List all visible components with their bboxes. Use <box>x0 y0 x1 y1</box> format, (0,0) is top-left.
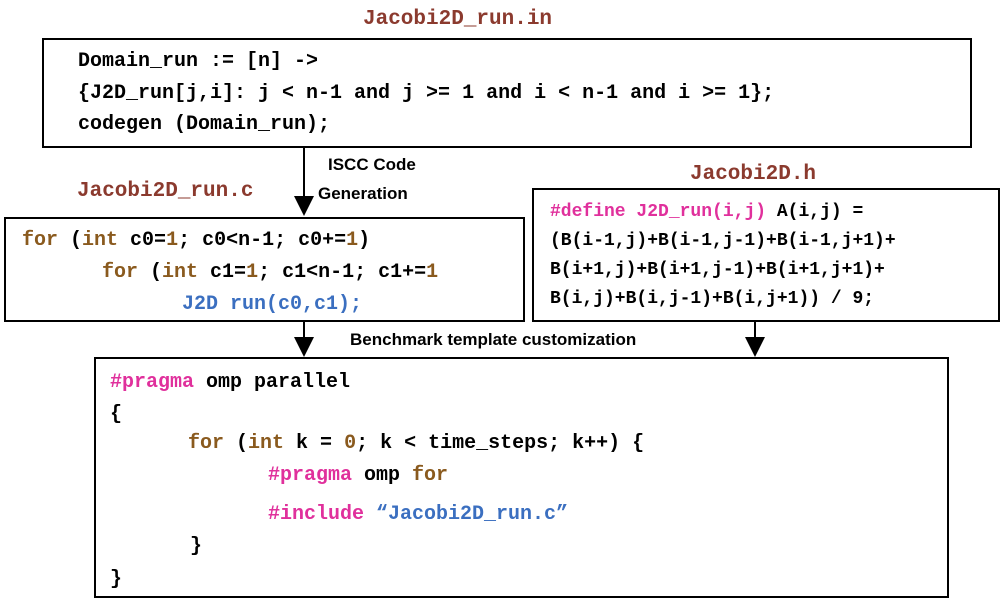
code-text: ) <box>358 229 371 252</box>
number-literal: 1 <box>166 229 179 252</box>
define-keyword: #define <box>550 202 626 222</box>
generated-code-box: for (int c0=1; c0<n-1; c0+=1) for (int c… <box>4 217 525 322</box>
include-keyword: #include <box>268 503 365 526</box>
template-include-line: #include “Jacobi2D_run.c” <box>268 503 568 526</box>
int-keyword: int <box>82 229 119 252</box>
domain-line-3: codegen (Domain_run); <box>78 113 331 136</box>
header-code-box: #define J2D_run(i,j) A(i,j) = (B(i-1,j)+… <box>532 188 1000 322</box>
pragma-keyword: #pragma <box>268 464 353 487</box>
iscc-label-line-2: Generation <box>318 184 408 203</box>
template-open-brace: { <box>110 403 123 426</box>
template-inner-close-brace: } <box>190 535 203 558</box>
int-keyword: int <box>162 261 199 284</box>
macro-name: J2D_run(i,j) <box>625 202 767 222</box>
header-line-1: #define J2D_run(i,j) A(i,j) = <box>550 202 863 222</box>
domain-file-title: Jacobi2D_run.in <box>363 8 553 31</box>
for-keyword: for <box>188 432 225 455</box>
code-text: ; c1<n-1; c1+= <box>258 261 427 284</box>
int-keyword: int <box>248 432 285 455</box>
header-line-3: B(i+1,j)+B(i+1,j-1)+B(i+1,j+1)+ <box>550 260 885 280</box>
template-pragma-for-line: #pragma omp for <box>268 464 448 487</box>
domain-line-2: {J2D_run[j,i]: j < n-1 and j >= 1 and i … <box>78 82 775 105</box>
pragma-text: omp <box>352 464 413 487</box>
include-file: “Jacobi2D_run.c” <box>364 503 569 526</box>
pragma-text: omp parallel <box>194 371 351 394</box>
number-literal: 1 <box>426 261 439 284</box>
domain-line-1: Domain_run := [n] -> <box>78 50 319 73</box>
number-literal: 1 <box>346 229 359 252</box>
code-line-2: for (int c1=1; c1<n-1; c1+=1 <box>102 261 438 284</box>
template-line-1: #pragma omp parallel <box>110 371 350 394</box>
code-text: ( <box>138 261 163 284</box>
code-text: ; c0<n-1; c0+= <box>178 229 347 252</box>
template-for-line: for (int k = 0; k < time_steps; k++) { <box>188 432 644 455</box>
code-line-3: J2D run(c0,c1); <box>182 293 363 316</box>
code-text: ( <box>58 229 83 252</box>
code-text: ( <box>224 432 249 455</box>
for-keyword: for <box>22 229 59 252</box>
iscc-label-line-1: ISCC Code <box>328 155 416 174</box>
template-outer-close-brace: } <box>110 568 123 591</box>
template-code-box: #pragma omp parallel { for (int k = 0; k… <box>94 357 949 598</box>
number-literal: 1 <box>246 261 259 284</box>
header-file-title: Jacobi2D.h <box>690 163 817 186</box>
pragma-keyword: #pragma <box>110 371 195 394</box>
code-text: ; k < time_steps; k++) { <box>356 432 645 455</box>
for-keyword: for <box>412 464 449 487</box>
code-text: c0= <box>118 229 167 252</box>
benchmark-label: Benchmark template customization <box>350 330 637 349</box>
header-line-4: B(i,j)+B(i,j-1)+B(i,j+1)) / 9; <box>550 289 875 309</box>
code-text: c1= <box>198 261 247 284</box>
code-line-1: for (int c0=1; c0<n-1; c0+=1) <box>22 229 370 252</box>
header-line-2: (B(i-1,j)+B(i-1,j-1)+B(i-1,j+1)+ <box>550 231 896 251</box>
macro-body: A(i,j) = <box>766 202 864 222</box>
domain-code-box: Domain_run := [n] -> {J2D_run[j,i]: j < … <box>42 38 972 148</box>
code-text: k = <box>284 432 345 455</box>
number-literal: 0 <box>344 432 357 455</box>
for-keyword: for <box>102 261 139 284</box>
code-file-title: Jacobi2D_run.c <box>77 180 254 203</box>
